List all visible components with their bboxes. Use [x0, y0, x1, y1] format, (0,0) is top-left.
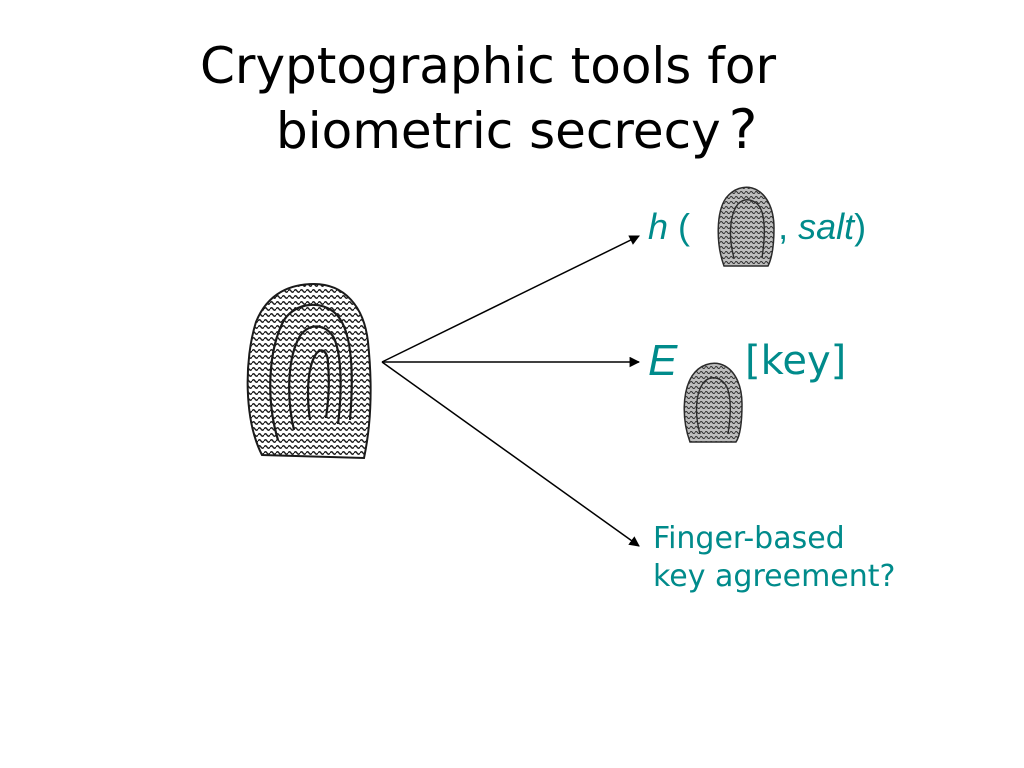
key-agreement-label: Finger-based key agreement?: [653, 520, 895, 596]
encryption-function-symbol: E: [648, 336, 678, 385]
hash-close-paren: ): [854, 206, 867, 247]
fingerprint-icon-hash: [717, 186, 775, 267]
hash-salt: salt: [798, 206, 855, 247]
arrow-to-key-agreement: [381, 361, 640, 547]
title-line-2: biometric secrecy: [276, 102, 721, 160]
title-line-1: Cryptographic tools for: [200, 37, 777, 95]
hash-expression: h ( , salt): [648, 206, 866, 248]
title-line-2-wrap: biometric secrecy?: [200, 98, 920, 163]
key-agreement-line-2: key agreement?: [653, 559, 896, 594]
hash-function-symbol: h: [648, 206, 669, 247]
hash-salt-separator: ,: [778, 206, 789, 247]
fingerprint-icon-large: [246, 282, 372, 460]
key-agreement-line-1: Finger-based: [653, 521, 845, 556]
fingerprint-icon-key: [683, 362, 743, 443]
arrow-to-hash: [381, 235, 640, 363]
title-question-mark: ?: [728, 98, 758, 161]
hash-open-paren: (: [678, 206, 691, 247]
slide-title: Cryptographic tools for biometric secrec…: [200, 34, 920, 163]
encryption-key-label: [key]: [745, 338, 847, 384]
